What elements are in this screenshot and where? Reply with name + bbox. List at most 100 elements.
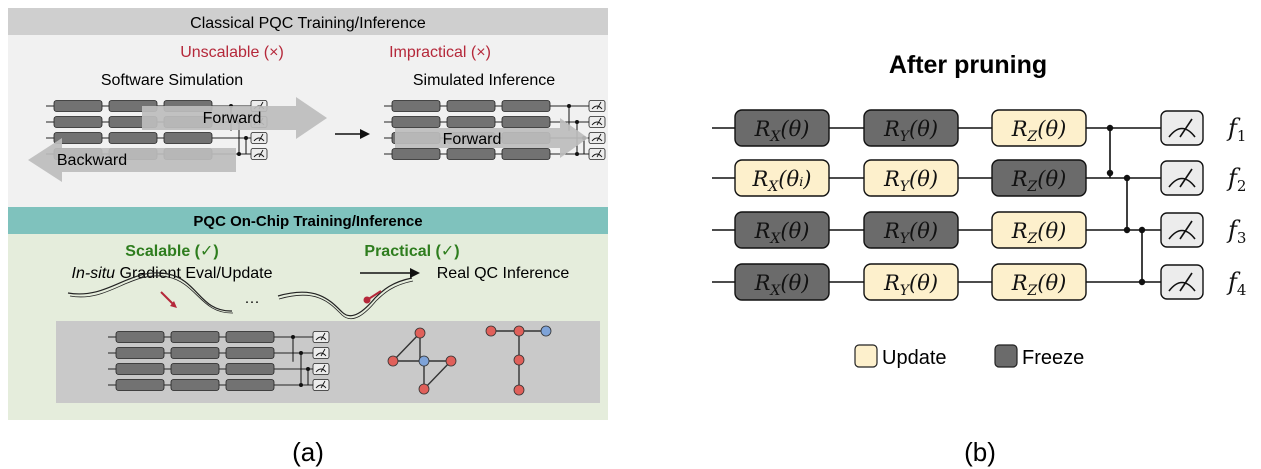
gate-freeze [863,109,959,147]
onchip-header-text: PQC On-Chip Training/Inference [193,213,422,230]
meter-icon [591,149,603,158]
gate [446,148,496,160]
gate-update [734,159,830,197]
backward-label: Backward [57,152,127,169]
caption-b: (b) [964,437,996,467]
gate-update [991,109,1087,147]
gate-label: RX(θ) [754,271,810,299]
gate [170,347,220,359]
gate [391,116,441,128]
real-qc-inference-label: Real QC Inference [437,265,570,282]
loss-curve-2 [277,277,413,317]
gate-label: RY(θ) [883,271,938,299]
meter-icon [591,117,603,126]
software-simulation-label: Software Simulation [101,72,243,89]
control-dot [567,104,571,108]
control-dot [1138,278,1146,286]
onchip-header-bar [8,207,608,234]
gate [163,132,213,144]
gate-update [991,211,1087,249]
gate [225,347,275,359]
simulated-inference-label: Simulated Inference [413,72,555,89]
practical-label: Practical (✓) [364,243,459,260]
gate-freeze [734,263,830,301]
ellipsis: ··· [245,293,260,310]
qubit-graph-right [485,325,552,396]
control-dot [237,152,241,156]
gate-freeze [734,109,830,147]
classical-header-text: Classical PQC Training/Inference [190,15,426,32]
gate-freeze [863,211,959,249]
gate-label: RZ(θ) [1011,271,1067,299]
caption-a: (a) [292,437,324,467]
meter-icon [591,133,603,142]
gate [115,331,165,343]
meter-icon [591,101,603,110]
gate [115,347,165,359]
meter-icon [315,332,327,341]
control-dot [1106,124,1114,132]
forward-label-right: Forward [443,131,502,148]
gate [391,100,441,112]
output-label: f1 [1226,114,1246,145]
meter-icon [253,133,265,142]
meter-icon [315,380,327,389]
gate-label: RY(θ) [883,167,938,195]
control-dot [1138,226,1146,234]
control-dot [575,120,579,124]
legend-freeze-swatch [994,344,1018,368]
control-dot [1123,174,1131,182]
legend-update-swatch [854,344,878,368]
gate-label: RX(θ) [754,219,810,247]
gate [170,331,220,343]
gate-freeze [734,211,830,249]
output-label: f2 [1226,164,1246,195]
gate [501,116,551,128]
scalable-label: Scalable (✓) [125,243,218,260]
control-dot [244,136,248,140]
gate-update [863,263,959,301]
control-dot [1106,169,1114,177]
gate [53,132,103,144]
backward-arrow [28,138,236,182]
qubit-graph-left [387,327,457,395]
gate [108,132,158,144]
loss-curve-1 [67,272,233,312]
gate [115,363,165,375]
legend-freeze-label: Freeze [1022,347,1084,369]
control-dot [299,383,303,387]
output-label: f3 [1226,216,1246,247]
classical-header-bar [8,8,608,35]
gate [501,100,551,112]
control-dot [575,152,579,156]
gate [225,379,275,391]
unscalable-label: Unscalable (×) [180,44,284,61]
gate-label: RY(θ) [883,219,938,247]
gate [115,379,165,391]
gate-label: RZ(θ) [1011,167,1067,195]
gate [391,148,441,160]
gate-label: RZ(θ) [1011,219,1067,247]
meter-icon [1168,127,1196,138]
panel-b-title: After pruning [889,51,1047,79]
output-label: f4 [1226,268,1246,299]
meter-icon [253,149,265,158]
meter-icon [1168,229,1196,240]
control-dot [299,351,303,355]
gate-freeze [991,159,1087,197]
gate [225,331,275,343]
on-chip-circuit [108,331,330,391]
meter-icon [315,348,327,357]
gate [170,379,220,391]
gate-update [991,263,1087,301]
control-dot [306,367,310,371]
panel-b: After pruning RX(θ)RY(θ)RZ(θ)f1RX(θᵢ)RY(… [712,51,1246,467]
gate [446,116,496,128]
forward-arrow-left [142,97,327,139]
gate-label: RZ(θ) [1011,117,1067,145]
forward-label-left: Forward [203,110,262,127]
gate [53,100,103,112]
control-dot [291,335,295,339]
gate [446,100,496,112]
